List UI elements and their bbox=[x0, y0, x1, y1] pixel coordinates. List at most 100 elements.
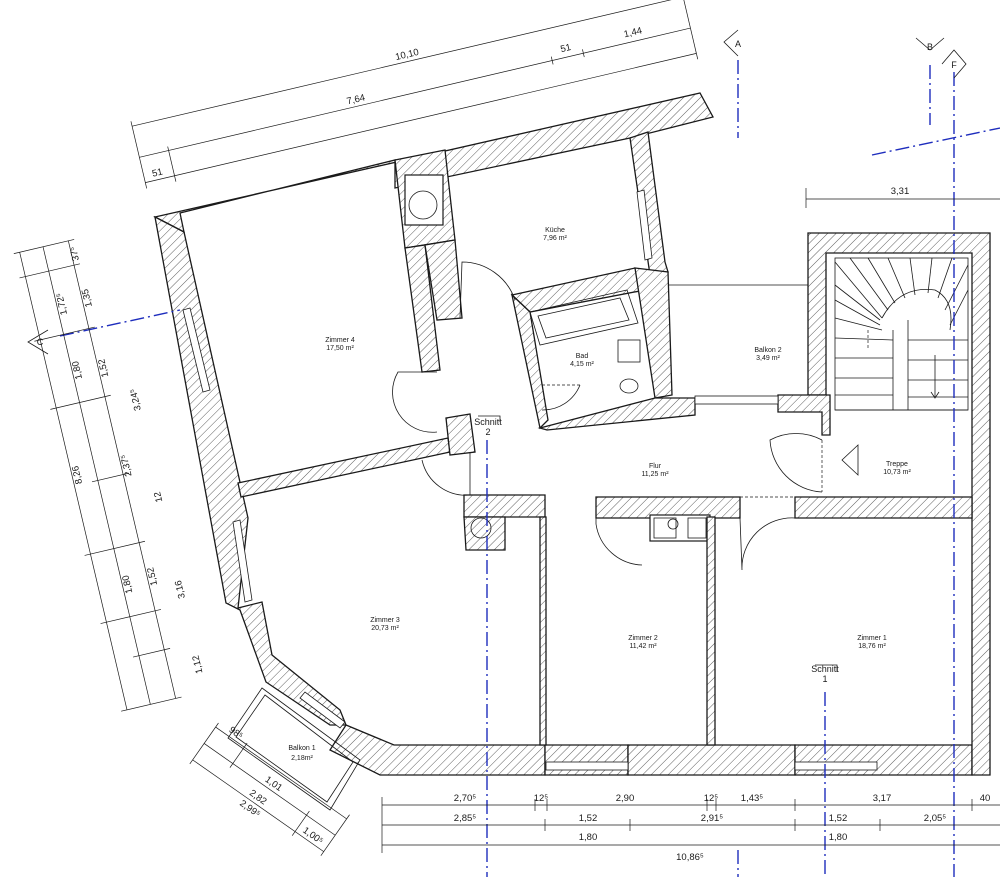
svg-text:F: F bbox=[951, 60, 957, 70]
door-stair[interactable] bbox=[769, 433, 823, 493]
svg-text:17,50 m²: 17,50 m² bbox=[326, 345, 354, 352]
svg-text:8,26: 8,26 bbox=[70, 465, 85, 486]
window-zimmer3-balcony[interactable] bbox=[299, 691, 346, 729]
wall-south-1 bbox=[544, 744, 629, 776]
svg-text:2,90: 2,90 bbox=[616, 793, 635, 804]
wall-west bbox=[154, 215, 347, 726]
svg-text:12⁵: 12⁵ bbox=[534, 793, 549, 804]
svg-text:Zimmer 4: Zimmer 4 bbox=[325, 337, 355, 344]
shaft-2 bbox=[687, 517, 707, 539]
wall-bath-south bbox=[537, 397, 696, 431]
stair-direction-arrow bbox=[841, 444, 859, 476]
svg-text:1,72⁵: 1,72⁵ bbox=[54, 292, 70, 316]
axis-marker-f: F bbox=[941, 49, 967, 79]
svg-text:2,37⁵: 2,37⁵ bbox=[119, 453, 135, 477]
room-label-zimmer3: Zimmer 3 20,73 m² bbox=[370, 617, 400, 632]
svg-text:3,49 m²: 3,49 m² bbox=[756, 355, 780, 362]
room-label-balkon2: Balkon 2 3,49 m² bbox=[754, 347, 781, 362]
svg-text:10,10: 10,10 bbox=[394, 47, 420, 63]
svg-text:1: 1 bbox=[822, 674, 827, 684]
flue-circle-hall bbox=[470, 517, 492, 539]
door-zimmer2[interactable] bbox=[595, 518, 643, 566]
axis-marker-b: B bbox=[915, 37, 945, 52]
svg-text:3,31: 3,31 bbox=[891, 186, 910, 197]
svg-text:2,91⁵: 2,91⁵ bbox=[701, 813, 723, 824]
wall-zimmer4-east bbox=[404, 244, 441, 373]
svg-text:1,52: 1,52 bbox=[145, 566, 160, 587]
svg-text:1,35: 1,35 bbox=[80, 288, 95, 309]
staircase bbox=[834, 257, 969, 411]
svg-text:Küche: Küche bbox=[545, 227, 565, 234]
room-label-treppe: Treppe 10,73 m² bbox=[883, 461, 911, 476]
door-kitchen[interactable] bbox=[459, 261, 516, 319]
svg-text:51: 51 bbox=[151, 167, 164, 180]
wall-kitchen-south bbox=[424, 239, 463, 321]
svg-text:Zimmer 3: Zimmer 3 bbox=[370, 617, 400, 624]
wall-southwest bbox=[329, 724, 546, 776]
toilet bbox=[619, 378, 639, 394]
svg-text:B: B bbox=[927, 42, 933, 52]
svg-text:Schnitt: Schnitt bbox=[474, 417, 502, 427]
wall-bath-east bbox=[634, 267, 673, 399]
window-zimmer1[interactable] bbox=[794, 761, 878, 771]
window-zimmer3[interactable] bbox=[232, 519, 253, 603]
door-zimmer1[interactable] bbox=[739, 517, 796, 571]
dimension-chain-balcony: 98⁵ 1,01 2,82 2,99⁵ 1,00⁵ bbox=[189, 722, 350, 856]
svg-text:10,86⁵: 10,86⁵ bbox=[676, 852, 704, 863]
window-zimmer4[interactable] bbox=[182, 307, 211, 393]
window-kitchen[interactable] bbox=[636, 189, 653, 261]
svg-text:18,76 m²: 18,76 m² bbox=[858, 643, 886, 650]
svg-text:37⁵: 37⁵ bbox=[68, 245, 82, 262]
wall-zimmer2-zimmer1 bbox=[706, 516, 716, 746]
balcony1-outline bbox=[227, 687, 361, 811]
svg-text:1,80: 1,80 bbox=[829, 832, 848, 843]
room-label-kueche: Küche 7,96 m² bbox=[543, 227, 567, 242]
svg-text:2,85⁵: 2,85⁵ bbox=[454, 813, 476, 824]
svg-text:10,73 m²: 10,73 m² bbox=[883, 469, 911, 476]
svg-text:1,52: 1,52 bbox=[96, 358, 111, 379]
washbasin bbox=[617, 339, 641, 363]
svg-text:Balkon 1: Balkon 1 bbox=[288, 745, 315, 752]
bathtub bbox=[529, 289, 639, 346]
svg-text:1,12: 1,12 bbox=[191, 654, 206, 675]
svg-text:Bad: Bad bbox=[576, 353, 589, 360]
svg-text:1,52: 1,52 bbox=[579, 813, 598, 824]
chimney-shaft bbox=[404, 174, 444, 226]
svg-text:1,43⁵: 1,43⁵ bbox=[741, 793, 763, 804]
door-zimmer4[interactable] bbox=[392, 371, 438, 433]
axis-line-c bbox=[59, 309, 181, 337]
wall-stair-left bbox=[777, 394, 831, 436]
dimension-chain-bottom: 2,70⁵ 12⁵ 2,90 12⁵ 1,43⁵ 3,17 40 2,85⁵ 1… bbox=[381, 793, 1000, 863]
svg-text:A: A bbox=[735, 39, 741, 49]
door-zimmer3[interactable] bbox=[421, 452, 471, 496]
svg-text:1,52: 1,52 bbox=[829, 813, 848, 824]
bathtub-inner bbox=[537, 297, 630, 339]
room-label-zimmer4: Zimmer 4 17,50 m² bbox=[325, 337, 355, 352]
door-bad[interactable] bbox=[541, 384, 581, 411]
svg-text:3,24⁵: 3,24⁵ bbox=[128, 387, 144, 411]
wall-bath-north bbox=[510, 267, 651, 313]
room-label-balkon1: Balkon 1 2,18m² bbox=[288, 745, 315, 762]
flue-circle bbox=[408, 190, 438, 220]
window-zimmer2[interactable] bbox=[545, 761, 629, 771]
wall-zimmer3-zimmer2 bbox=[539, 516, 547, 746]
chimney-hall bbox=[463, 516, 506, 551]
svg-text:3,17: 3,17 bbox=[873, 793, 892, 804]
axis-marker-c: C bbox=[27, 329, 49, 355]
svg-text:2: 2 bbox=[485, 427, 490, 437]
shaft-circle bbox=[667, 518, 679, 530]
room-label-zimmer1: Zimmer 1 18,76 m² bbox=[857, 635, 887, 650]
svg-text:Balkon 2: Balkon 2 bbox=[754, 347, 781, 354]
svg-text:51: 51 bbox=[559, 42, 572, 55]
svg-text:1,80: 1,80 bbox=[120, 574, 135, 595]
wall-hall-south-1 bbox=[463, 494, 546, 518]
balcony2-outline bbox=[668, 284, 809, 395]
svg-text:20,73 m²: 20,73 m² bbox=[371, 625, 399, 632]
svg-text:Flur: Flur bbox=[649, 463, 662, 470]
room-label-bad: Bad 4,15 m² bbox=[570, 353, 594, 368]
svg-text:11,25 m²: 11,25 m² bbox=[641, 471, 669, 478]
dimension-top-right: 3,31 bbox=[805, 186, 1000, 208]
svg-text:11,42 m²: 11,42 m² bbox=[629, 643, 657, 650]
balcony2-door-window[interactable] bbox=[694, 395, 779, 405]
